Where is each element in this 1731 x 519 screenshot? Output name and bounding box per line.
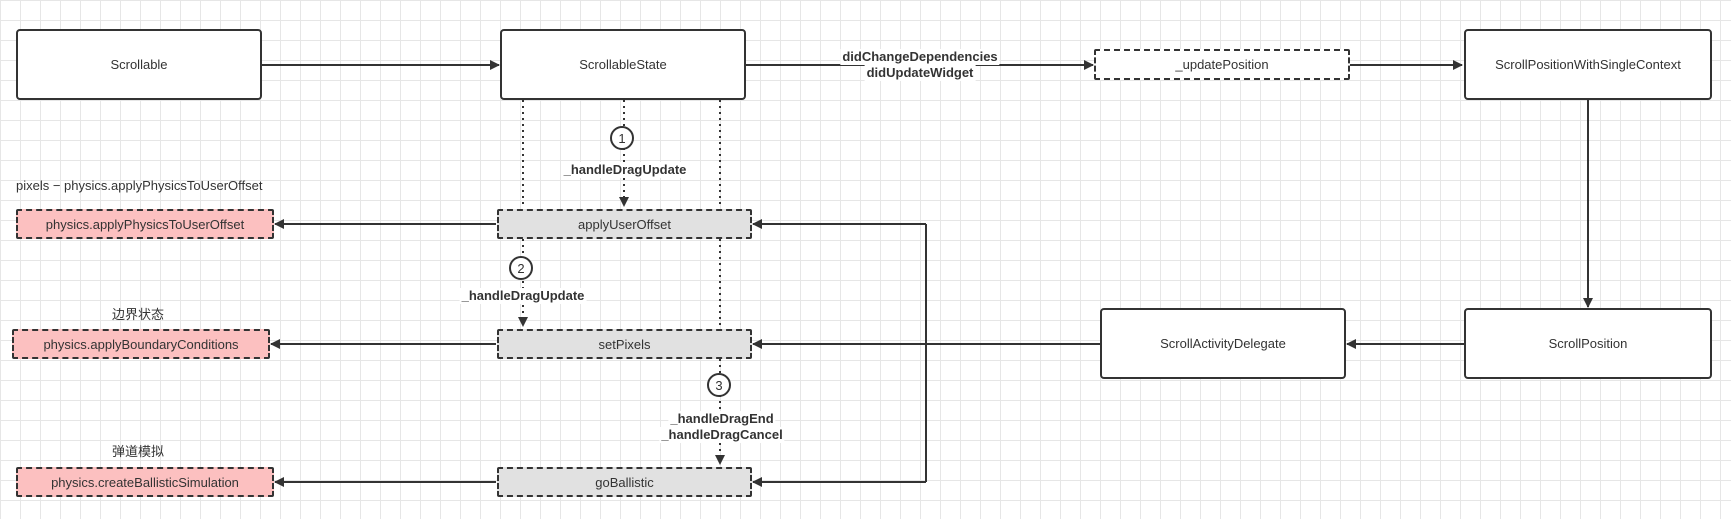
node-apply-user-offset: applyUserOffset: [497, 209, 752, 239]
node-scroll-position-with-single-context: ScrollPositionWithSingleContext: [1464, 29, 1712, 100]
node-physics-apply-physics-to-user-offset: physics.applyPhysicsToUserOffset: [16, 209, 274, 239]
node-physics-apply-boundary-conditions: physics.applyBoundaryConditions: [12, 329, 270, 359]
node-physics-create-ballistic-simulation: physics.createBallisticSimulation: [16, 467, 274, 497]
label-handle-drag-update-1: _handleDragUpdate: [561, 162, 689, 178]
annotation-boundary-state: 边界状态: [112, 307, 165, 322]
step-3-marker: 3: [707, 373, 731, 397]
node-set-pixels: setPixels: [497, 329, 752, 359]
annotation-pixels-formula: pixels − physics.applyPhysicsToUserOffse…: [16, 178, 263, 193]
label-handle-drag-cancel: _handleDragCancel: [659, 427, 785, 443]
label-did-change-dependencies: didChangeDependencies: [840, 49, 1000, 65]
node-scrollable: Scrollable: [16, 29, 262, 100]
step-2-marker: 2: [509, 256, 533, 280]
node-go-ballistic: goBallistic: [497, 467, 752, 497]
annotation-ballistic-simulation: 弹道模拟: [112, 444, 165, 459]
node-scroll-activity-delegate: ScrollActivityDelegate: [1100, 308, 1346, 379]
node-scroll-position: ScrollPosition: [1464, 308, 1712, 379]
step-1-marker: 1: [610, 126, 634, 150]
label-handle-drag-update-2: _handleDragUpdate: [459, 288, 587, 304]
node-scrollable-state: ScrollableState: [500, 29, 746, 100]
label-did-update-widget: didUpdateWidget: [864, 65, 976, 81]
label-handle-drag-end: _handleDragEnd: [668, 411, 776, 427]
node-update-position: _updatePosition: [1094, 49, 1350, 80]
